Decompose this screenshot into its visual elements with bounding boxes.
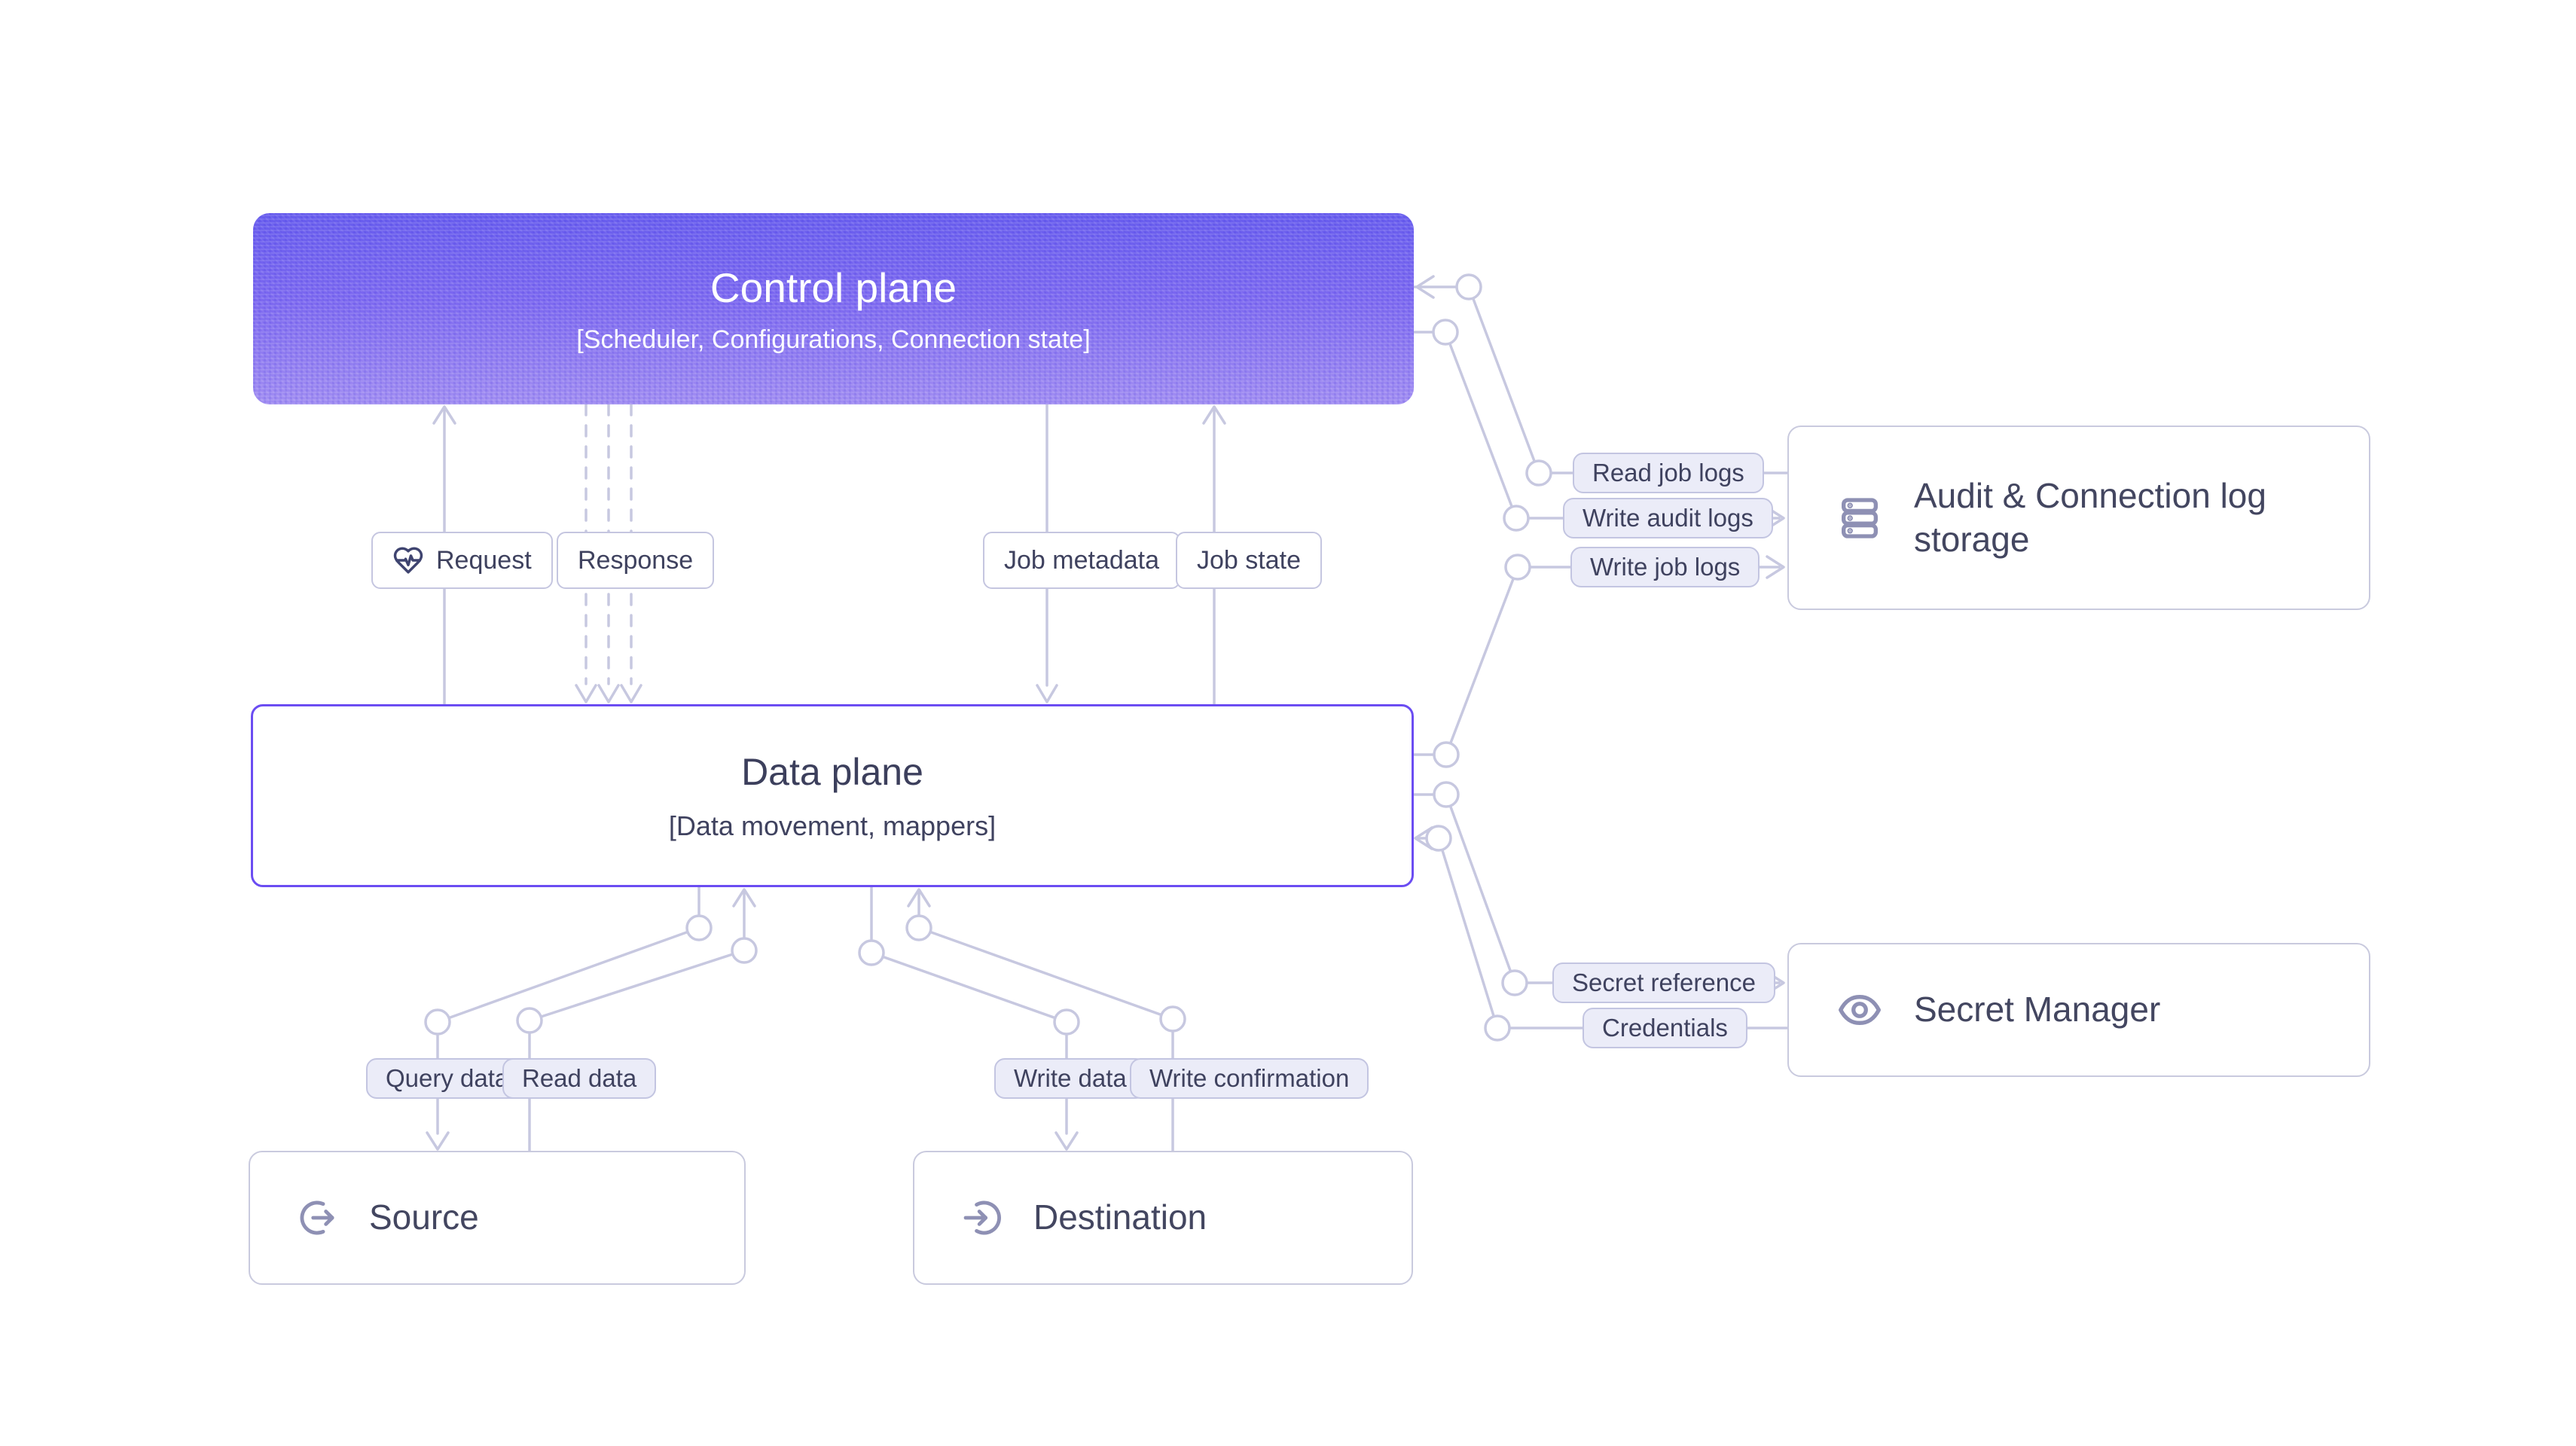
secret-manager-title: Secret Manager bbox=[1914, 990, 2161, 1030]
eye-icon bbox=[1836, 986, 1884, 1034]
control-plane-subtitle: [Scheduler, Configurations, Connection s… bbox=[576, 325, 1091, 354]
destination-node: Destination bbox=[913, 1151, 1413, 1285]
job-state-edge-text: Job state bbox=[1197, 545, 1301, 575]
secret-reference-edge-label: Secret reference bbox=[1552, 962, 1775, 1003]
response-dashed-lines bbox=[584, 403, 633, 685]
export-arrow-icon bbox=[297, 1196, 340, 1240]
write-data-edge-label: Write data bbox=[994, 1058, 1146, 1099]
write-confirmation-edge-label: Write confirmation bbox=[1130, 1058, 1369, 1099]
source-node: Source bbox=[249, 1151, 746, 1285]
destination-title: Destination bbox=[1033, 1197, 1207, 1237]
heart-pulse-icon bbox=[392, 545, 424, 576]
credentials-edge-label: Credentials bbox=[1583, 1008, 1747, 1048]
job-state-edge-label: Job state bbox=[1176, 532, 1322, 589]
job-metadata-edge-text: Job metadata bbox=[1004, 545, 1160, 575]
control-plane-node: Control plane [Scheduler, Configurations… bbox=[253, 213, 1414, 404]
data-plane-node: Data plane [Data movement, mappers] bbox=[251, 704, 1414, 887]
import-arrow-icon bbox=[961, 1196, 1005, 1240]
write-job-logs-edge-label: Write job logs bbox=[1570, 547, 1760, 587]
job-metadata-edge-label: Job metadata bbox=[983, 532, 1181, 589]
request-edge-label: Request bbox=[371, 532, 553, 589]
audit-log-storage-title: Audit & Connection log storage bbox=[1914, 476, 2266, 559]
data-plane-title: Data plane bbox=[741, 750, 923, 793]
response-edge-label: Response bbox=[557, 532, 715, 589]
audit-log-storage-node: Audit & Connection log storage bbox=[1787, 426, 2370, 610]
secret-manager-node: Secret Manager bbox=[1787, 943, 2370, 1077]
query-data-edge-label: Query data bbox=[366, 1058, 529, 1099]
read-data-edge-label: Read data bbox=[502, 1058, 657, 1099]
source-title: Source bbox=[369, 1197, 479, 1237]
request-edge-text: Request bbox=[436, 545, 532, 575]
data-plane-subtitle: [Data movement, mappers] bbox=[668, 810, 997, 841]
junction-circles bbox=[424, 273, 1552, 1042]
write-audit-logs-edge-label: Write audit logs bbox=[1563, 498, 1773, 538]
database-stack-icon bbox=[1836, 494, 1884, 542]
response-edge-text: Response bbox=[578, 545, 694, 575]
read-job-logs-edge-label: Read job logs bbox=[1573, 453, 1764, 493]
control-plane-title: Control plane bbox=[710, 264, 957, 311]
